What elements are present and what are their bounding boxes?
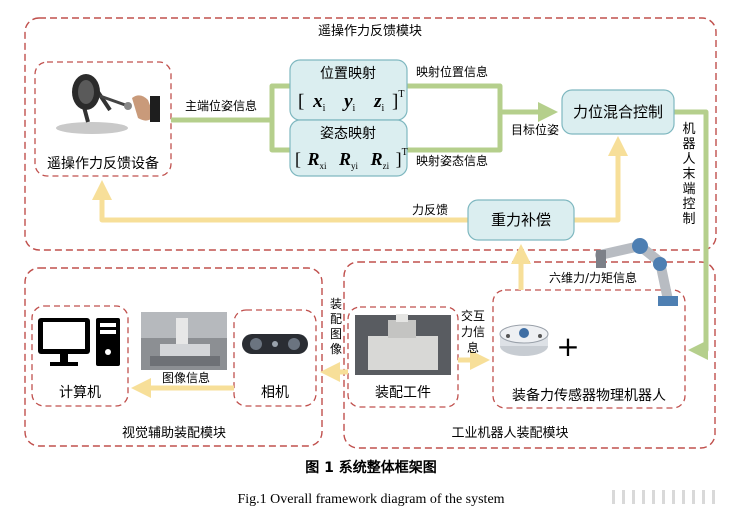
attitude-matrix: [ Rxi Ryi Rzi ]T [295,147,408,173]
label-mapped-position: 映射位置信息 [416,64,488,79]
hybrid-control-label: 力位混合控制 [573,103,663,121]
haptic-device-image [56,74,160,134]
vertical-char: 机 [682,122,695,137]
vertical-char: 末 [682,167,695,182]
visual-module-title: 视觉辅助装配模块 [122,426,226,441]
label-image-info: 图像信息 [162,370,210,385]
industrial-module-title: 工业机器人装配模块 [451,426,568,441]
green-flow [171,83,709,360]
grid-row: 交互 [461,308,485,323]
position-bracket-open: [ [298,91,304,112]
operator-hand [132,95,154,121]
node-position-mapping: 位置映射 [ xi yi zi ]T [289,59,408,121]
computer-label: 计算机 [59,385,101,401]
workpiece-box [347,306,459,408]
position-z: z [373,91,382,112]
teleop-device-label: 遥操作力反馈设备 [47,155,159,172]
gravity-comp-label: 重力补偿 [491,211,551,229]
label-force-feedback: 力反馈 [412,203,448,217]
position-z-sub: i [381,103,384,114]
node-hybrid-control: 力位混合控制 [561,89,675,135]
watermark-strokes [612,490,715,504]
arrow-split-to-attitude [269,120,290,153]
vertical-char: 器 [682,137,695,152]
attitude-ry: R [338,149,351,169]
camera-label: 相机 [261,385,289,401]
arrow-gravity-to-hybrid [574,136,628,223]
teleop-module-title: 遥操作力反馈模块 [318,23,422,39]
camera-box [233,309,317,407]
position-bracket-close: ] [392,91,398,112]
workpiece-label: 装配工件 [375,385,431,401]
vertical-char: 人 [682,152,695,167]
vertical-char: 制 [682,212,695,227]
position-y-sub: i [353,103,356,114]
caption-en: Fig.1 Overall framework diagram of the s… [237,492,504,507]
label-target-pose: 目标位姿 [511,122,559,137]
plus-sign: + [556,330,579,363]
vertical-char: 像 [330,342,342,356]
arrow-split-to-position [269,83,290,120]
vertical-char: 端 [682,182,695,197]
node-gravity-compensation: 重力补偿 [467,199,575,241]
arrow-attitude-out [407,112,503,153]
attitude-mapping-label: 姿态映射 [320,126,376,142]
arrow-hybrid-to-robot [674,109,709,360]
position-transpose: T [398,89,404,100]
grid-row: 息 [467,340,479,355]
assembly-photo [141,312,227,370]
force-sensor-image [499,324,549,356]
arrow-gravity-to-device [92,180,468,223]
label-mapped-attitude: 映射姿态信息 [416,153,488,168]
workpiece-photo [355,314,451,375]
yellow-flow [92,136,628,398]
position-mapping-label: 位置映射 [320,66,376,82]
grid-row: 力信 [461,325,485,339]
vertical-char: 图 [330,327,342,341]
visual-module-border [24,267,323,447]
attitude-rx-sub: xi [320,161,328,171]
label-master-pose: 主端位姿信息 [185,98,257,113]
position-y: y [342,91,353,112]
vertical-char: 控 [682,197,695,212]
attitude-ry-sub: yi [351,161,359,171]
camera-icon [242,334,308,354]
position-x-sub: i [323,103,326,114]
position-x: x [312,91,323,112]
attitude-bracket-open: [ [295,149,301,169]
robot-label: 装备力传感器物理机器人 [512,387,666,404]
arrow-position-out [407,83,503,112]
vertical-char: 装 [330,297,342,311]
computer-icon [38,318,120,366]
attitude-rz: R [370,149,383,169]
position-matrix: [ xi yi zi ]T [298,89,404,116]
teleop-module-border [24,17,717,251]
computer-box [31,305,129,407]
attitude-transpose: T [402,147,408,158]
vertical-char: 配 [330,312,342,326]
robot-box [492,289,686,409]
caption-zh: 图 1 系统整体框架图 [305,459,437,476]
node-attitude-mapping: 姿态映射 [ Rxi Ryi Rzi ]T [289,119,408,177]
robot-arm-image [595,238,678,306]
attitude-bracket-close: ] [396,149,402,169]
label-six-axis-force: 六维力/力矩信息 [549,270,637,285]
attitude-rx: R [307,149,320,169]
attitude-rz-sub: zi [383,161,390,171]
